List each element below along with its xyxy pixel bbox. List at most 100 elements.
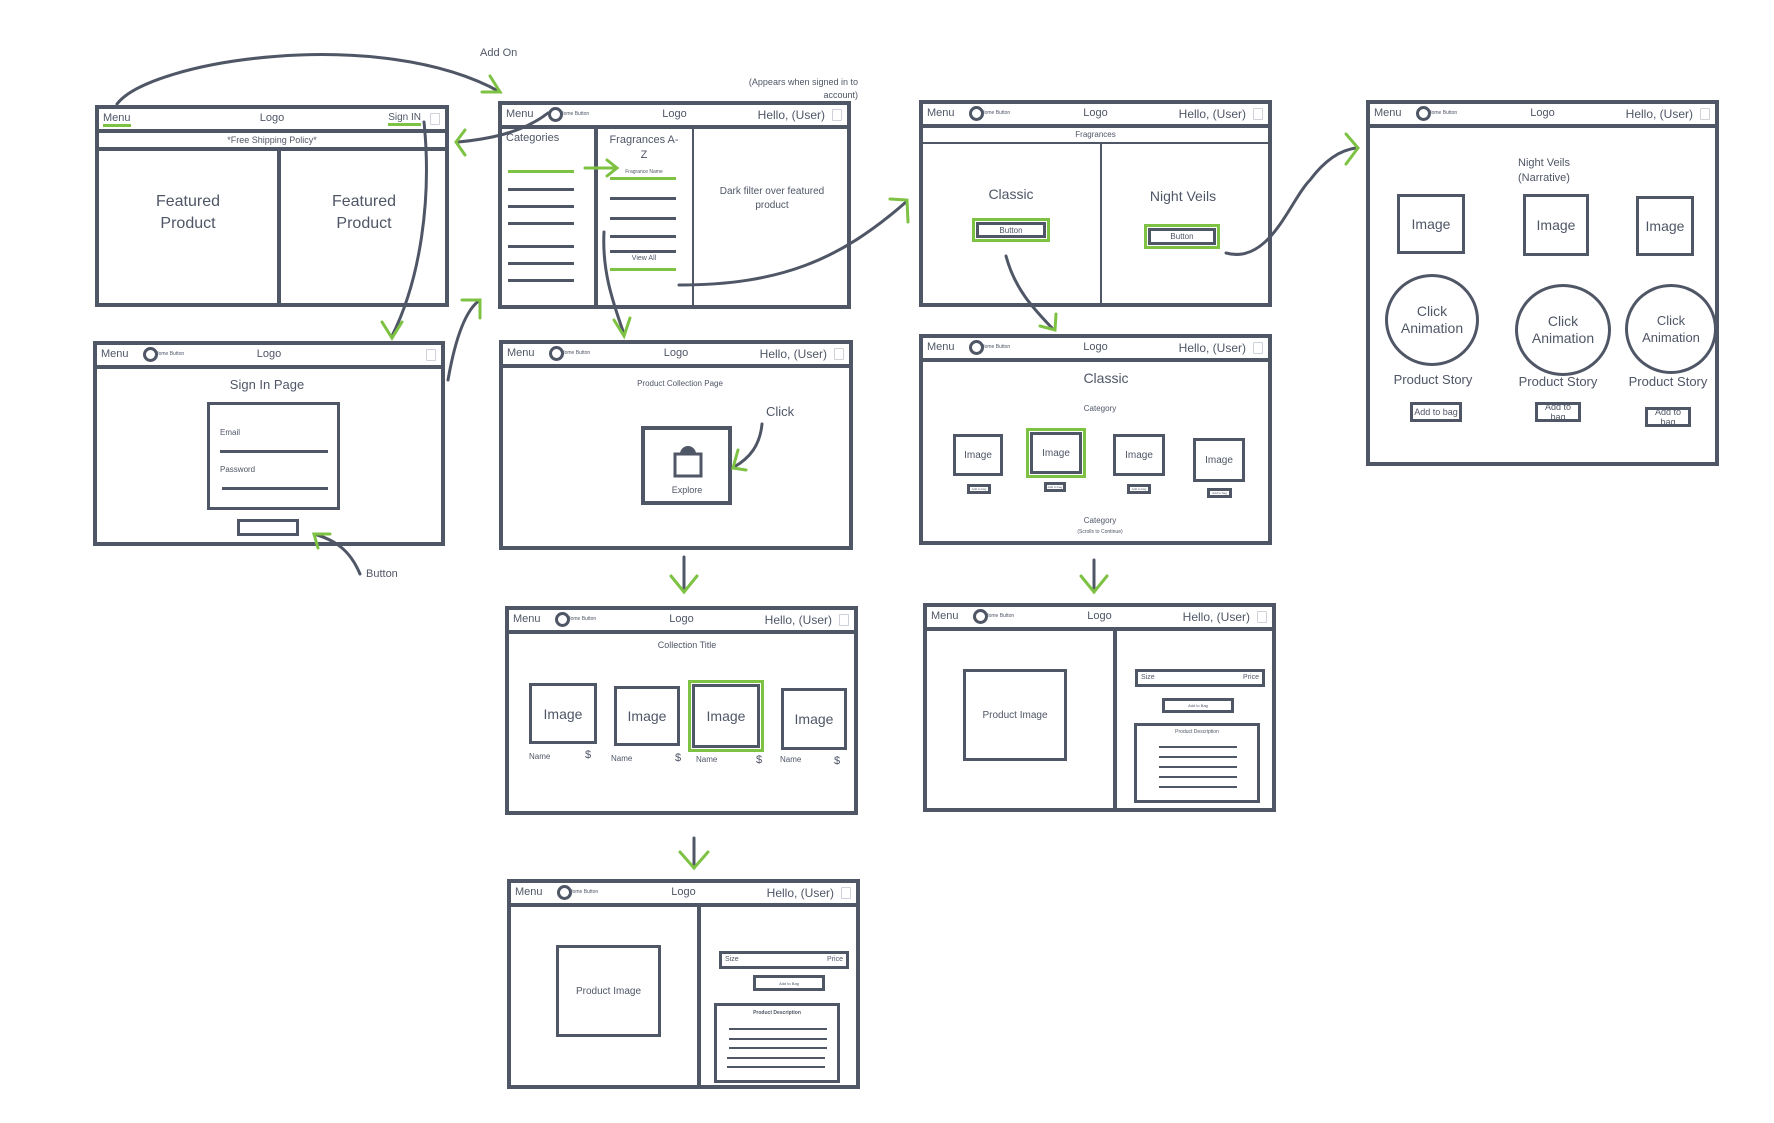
product-image[interactable]: Image — [1113, 434, 1165, 476]
header-bar: Menu Home Button Logo Hello, (User) — [509, 610, 854, 634]
product-image[interactable]: Product Image — [963, 669, 1067, 761]
menu-link[interactable]: Menu — [927, 107, 955, 119]
fragrance-item[interactable] — [610, 197, 676, 200]
product-image-selected[interactable]: Image — [688, 680, 764, 752]
price-label: Price — [1243, 674, 1259, 681]
product-name: Name — [696, 755, 718, 764]
bag-icon[interactable] — [1253, 342, 1263, 354]
sign-in-submit-button[interactable] — [237, 519, 299, 536]
add-to-bag-button[interactable]: Add to bag — [967, 484, 991, 494]
add-to-bag-button[interactable]: Add to bag — [1410, 402, 1462, 422]
add-to-bag-button[interactable]: Add to bag — [1044, 482, 1066, 492]
home-button-icon[interactable] — [555, 612, 570, 627]
product-image[interactable]: Image — [1397, 194, 1465, 254]
add-to-bag-button[interactable]: Add to bag — [1127, 484, 1151, 494]
price-label: Price — [827, 956, 843, 963]
size-price-selector[interactable]: Size Price — [1135, 669, 1265, 687]
bag-icon[interactable] — [1257, 611, 1267, 623]
size-price-selector[interactable]: Size Price — [719, 951, 849, 969]
click-animation[interactable]: Click Animation — [1515, 284, 1611, 376]
product-image[interactable]: Image — [1636, 196, 1694, 256]
bag-icon[interactable] — [841, 887, 851, 899]
product-image[interactable]: Image — [953, 434, 1003, 476]
add-to-bag-button[interactable]: Add to Bag — [753, 975, 825, 991]
product-image[interactable]: Image — [1523, 194, 1589, 256]
menu-link[interactable]: Menu — [931, 610, 959, 622]
menu-link[interactable]: Menu — [507, 347, 535, 359]
bag-icon[interactable] — [1253, 108, 1263, 120]
text-line — [1159, 766, 1237, 768]
category-item[interactable] — [508, 188, 574, 191]
menu-link[interactable]: Menu — [927, 341, 955, 353]
fragrances-page-frame: Menu Home Button Logo Hello, (User) Frag… — [919, 100, 1272, 307]
home-button-icon[interactable] — [548, 107, 563, 122]
user-greeting: Hello, (User) — [1178, 107, 1246, 121]
logo: Logo — [1087, 610, 1112, 622]
fragrance-item[interactable] — [610, 250, 676, 253]
home-button-icon[interactable] — [557, 885, 572, 900]
home-button-icon[interactable] — [549, 346, 564, 361]
fragrance-item[interactable] — [610, 217, 676, 220]
classic-button[interactable]: Button — [972, 218, 1050, 242]
category-item[interactable] — [508, 222, 574, 225]
bag-icon[interactable] — [426, 349, 436, 361]
text-line — [727, 1066, 825, 1068]
menu-link[interactable]: Menu — [1374, 107, 1402, 119]
home-button-icon[interactable] — [143, 347, 158, 362]
add-to-bag-button[interactable]: Add to bag — [1207, 488, 1232, 498]
explore-button[interactable]: Explore — [641, 426, 732, 505]
password-field[interactable] — [222, 487, 328, 490]
night-veils-button[interactable]: Button — [1144, 224, 1220, 249]
featured-product-1[interactable]: Featured Product — [155, 193, 221, 232]
arrowhead-icon — [1344, 132, 1360, 166]
size-label: Size — [1141, 674, 1155, 681]
featured-product-2[interactable]: Featured Product — [331, 193, 397, 232]
category-item-active[interactable] — [508, 170, 574, 173]
click-animation[interactable]: Click Animation — [1385, 274, 1479, 366]
product-image[interactable]: Image — [781, 688, 847, 750]
menu-link[interactable]: Menu — [101, 348, 129, 360]
product-image[interactable]: Image — [1193, 438, 1245, 482]
home-button-icon[interactable] — [969, 106, 984, 121]
product-image[interactable]: Product Image — [556, 945, 661, 1037]
category-item[interactable] — [508, 262, 574, 265]
bag-icon[interactable] — [832, 109, 842, 121]
product-image[interactable]: Image — [614, 686, 680, 746]
fragrance-item-active[interactable] — [610, 177, 676, 180]
home-button-icon[interactable] — [1416, 106, 1431, 121]
add-to-bag-button[interactable]: Add to bag — [1645, 407, 1691, 427]
arrowhead-icon — [480, 74, 503, 94]
menu-link[interactable]: Menu — [515, 886, 543, 898]
product-image-selected[interactable]: Image — [1026, 428, 1086, 478]
view-all-link[interactable]: View All — [631, 255, 657, 262]
fragrance-name-label: Fragrance Name — [625, 169, 663, 175]
category-item[interactable] — [508, 279, 574, 282]
fragrance-item[interactable] — [610, 235, 676, 238]
sign-in-link[interactable]: Sign IN — [388, 112, 421, 126]
bag-icon[interactable] — [430, 113, 440, 125]
menu-link[interactable]: Menu — [506, 108, 534, 120]
email-field[interactable] — [220, 450, 328, 453]
menu-page-frame: Menu Home Button Logo Hello, (User) Cate… — [498, 101, 851, 309]
add-to-bag-button[interactable]: Add to Bag — [1162, 698, 1234, 713]
product-detail-page-frame: Menu Home Button Logo Hello, (User) Prod… — [507, 879, 860, 1089]
category-item[interactable] — [508, 245, 574, 248]
header-bar: Menu Home Button Logo Hello, (User) — [927, 607, 1272, 631]
product-price: $ — [756, 754, 763, 766]
arrowhead-icon — [380, 320, 404, 341]
click-animation[interactable]: Click Animation — [1625, 284, 1717, 374]
product-image[interactable]: Image — [529, 683, 597, 744]
home-button-icon[interactable] — [973, 609, 988, 624]
home-button-icon[interactable] — [969, 340, 984, 355]
add-to-bag-button[interactable]: Add to bag — [1535, 402, 1581, 422]
bag-icon[interactable] — [1700, 108, 1710, 120]
bag-icon[interactable] — [839, 614, 849, 626]
menu-link[interactable]: Menu — [513, 613, 541, 625]
classic-title: Classic — [1083, 370, 1129, 386]
category-item[interactable] — [508, 205, 574, 208]
menu-link[interactable]: Menu — [103, 112, 131, 127]
bag-icon[interactable] — [834, 348, 844, 360]
flow-arrow-signin-to-menu — [446, 298, 482, 382]
flow-arrow-home-to-menu — [115, 53, 502, 106]
